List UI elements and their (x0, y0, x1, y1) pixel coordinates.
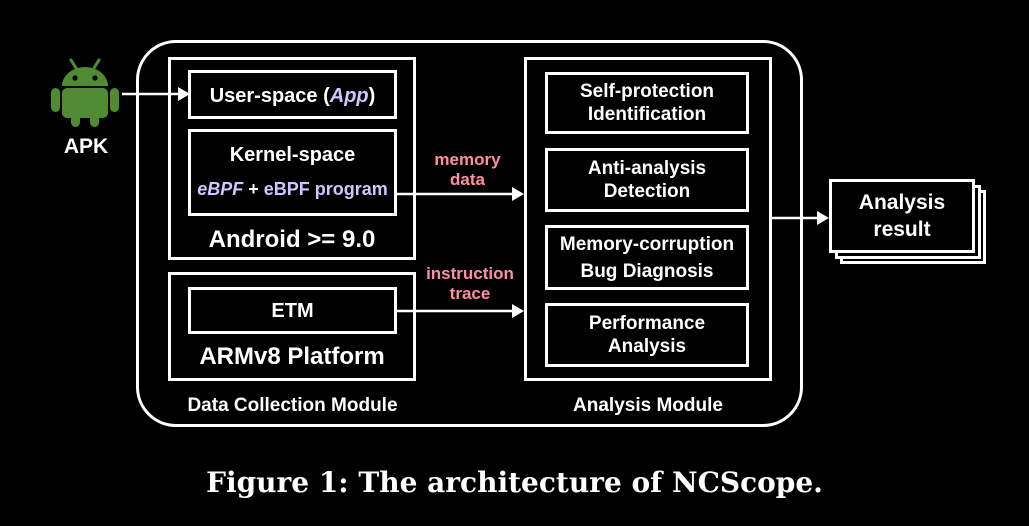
user-space-prefix: User-space ( (209, 85, 330, 107)
user-space-suffix: ) (368, 85, 376, 107)
analysis-item-label-2: Memory-corruption Bug Diagnosis (545, 225, 749, 290)
ebpf-program: program (309, 179, 388, 199)
figure-caption-prefix: Figure 1: (206, 466, 349, 499)
ebpf-text: eBPF (263, 179, 310, 199)
analysis-item-box-1 (545, 148, 749, 212)
analysis-item-label-1: Anti-analysis Detection (545, 148, 749, 212)
instruction-trace-line2: trace (449, 284, 491, 303)
ebpf-plus: + (243, 179, 264, 199)
result-label: Analysis result (829, 179, 975, 253)
armv8-title: ARMv8 Platform (199, 343, 385, 370)
kernel-space-title: Kernel-space (229, 144, 356, 166)
instruction-trace-label: instruction trace (414, 264, 526, 304)
analysis-item-0-line2: Identification (587, 104, 707, 125)
analysis-item-3-line1: Performance (588, 313, 706, 334)
memory-data-label: memory data (420, 150, 515, 190)
memory-data-line2: data (450, 170, 485, 189)
result-arrow-head (817, 211, 829, 225)
analysis-item-1-line1: Anti-analysis (587, 158, 707, 179)
kernel-space-box (188, 129, 397, 216)
analysis-item-box-0 (545, 72, 749, 134)
figure-caption-text: The architecture of NCScope. (348, 466, 823, 499)
user-space-label: User-space (App) (188, 84, 397, 108)
analysis-item-1-line2: Detection (603, 181, 691, 202)
android-icon (51, 58, 119, 127)
analysis-item-2-line1: Memory-corruption (559, 233, 735, 255)
etm-label: ETM (271, 300, 314, 322)
data-collection-title: Data Collection Module (187, 395, 398, 416)
analysis-item-box-2 (545, 225, 749, 290)
figure-caption: Figure 1: The architecture of NCScope. (0, 466, 1029, 500)
analysis-item-label-3: Performance Analysis (545, 303, 749, 367)
etm-box (188, 287, 397, 334)
result-line2: result (873, 218, 931, 241)
instruction-trace-line1: instruction (426, 264, 514, 283)
apk-label: APK (63, 135, 109, 158)
memory-data-line1: memory (434, 150, 501, 169)
result-box (829, 179, 975, 253)
analysis-item-box-3 (545, 303, 749, 367)
result-line1: Analysis (858, 191, 946, 214)
analysis-item-2-line2: Bug Diagnosis (580, 260, 714, 282)
analysis-module-title: Analysis Module (573, 395, 723, 416)
analysis-item-0-line1: Self-protection (579, 81, 715, 102)
outer-container (136, 40, 803, 427)
analysis-item-label-0: Self-protection Identification (545, 72, 749, 134)
analysis-item-3-line2: Analysis (607, 336, 687, 357)
user-space-app: App (329, 85, 369, 107)
android-title: Android >= 9.0 (208, 226, 376, 253)
ebpf-italic: eBPF (197, 179, 244, 199)
kernel-space-ebpf-line: eBPF + eBPF program (188, 178, 397, 200)
